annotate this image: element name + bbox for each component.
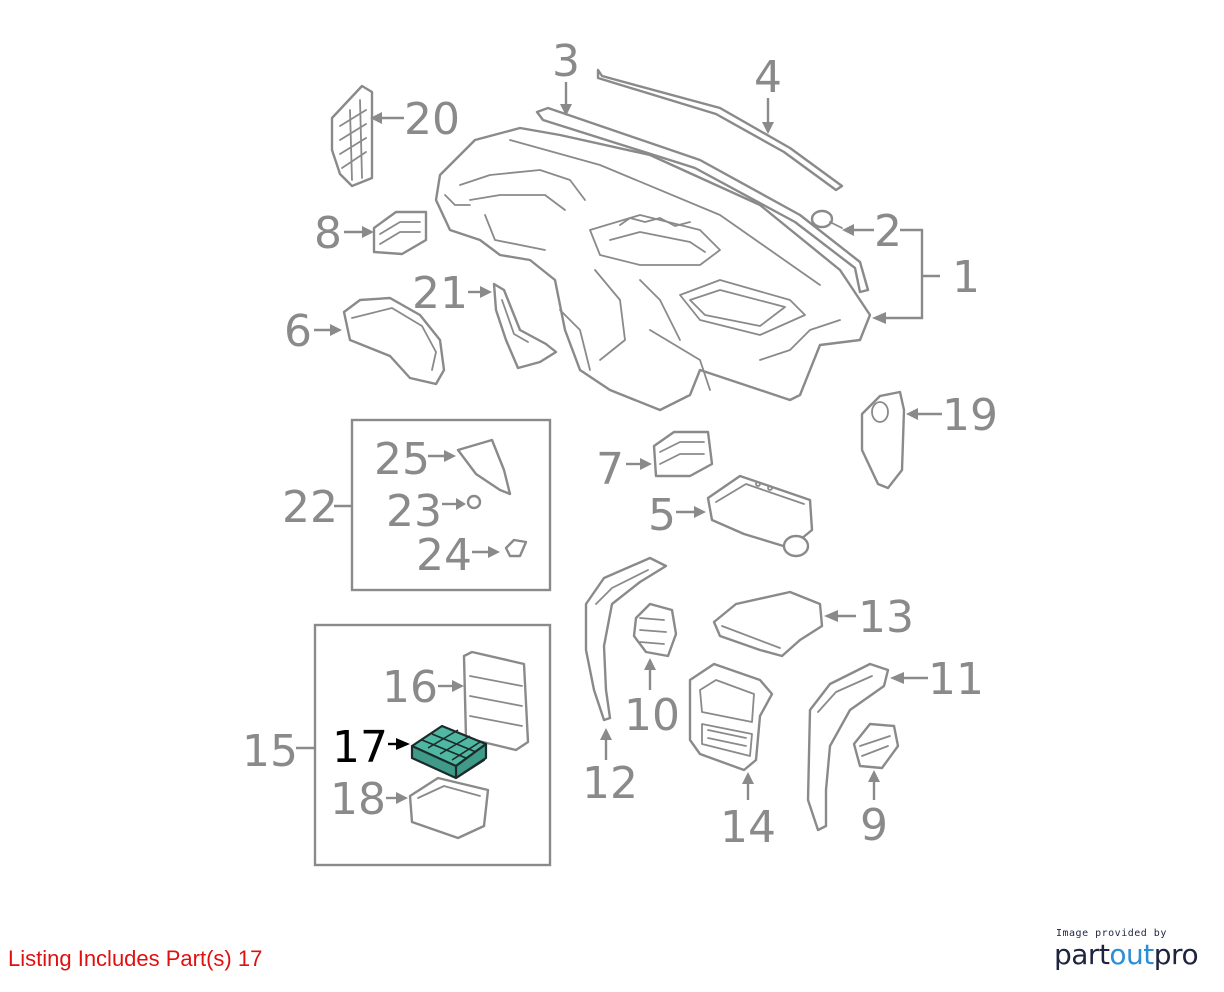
- callout-22: 22: [282, 482, 338, 533]
- partoutpro-logo: Image provided by partoutpro: [1050, 928, 1210, 976]
- part-20-side-panel: [330, 84, 374, 188]
- callout-3: 3: [552, 36, 580, 87]
- part-12-pillar-trim: [584, 556, 668, 722]
- callout-17-highlighted: 17: [332, 722, 388, 773]
- brand-part: part: [1054, 938, 1110, 971]
- part-6-cluster-hood: [342, 296, 446, 386]
- part-5-airbag-module: [706, 474, 814, 558]
- callout-13: 13: [858, 592, 914, 643]
- callout-9: 9: [860, 800, 888, 851]
- part-7-air-vent: [652, 430, 714, 478]
- callout-18: 18: [330, 774, 386, 825]
- part-17-highlighted-pocket: [410, 724, 488, 780]
- part-14-center-bezel: [688, 662, 774, 772]
- callout-16: 16: [382, 662, 438, 713]
- part-8-air-vent: [372, 210, 428, 256]
- part-11-trim-strip: [806, 662, 890, 832]
- listing-includes-note: Listing Includes Part(s) 17: [8, 946, 262, 972]
- brand-out: out: [1109, 938, 1154, 971]
- callout-25: 25: [374, 434, 430, 485]
- callout-12: 12: [582, 758, 638, 809]
- callout-23: 23: [386, 486, 442, 537]
- callout-14: 14: [720, 802, 776, 853]
- callout-7: 7: [596, 444, 624, 495]
- part-23-clip: [466, 494, 482, 510]
- brand-wordmark: partoutpro: [1054, 938, 1199, 971]
- part-9-air-vent: [852, 722, 900, 770]
- part-25-bracket: [456, 438, 512, 496]
- group-15-box: [313, 623, 552, 867]
- image-provided-by-label: Image provided by: [1056, 928, 1167, 939]
- callout-10: 10: [624, 690, 680, 741]
- brand-pro: pro: [1153, 938, 1199, 971]
- part-13-cover: [712, 590, 824, 658]
- part-1-instrument-panel: [434, 126, 872, 412]
- callout-19: 19: [942, 390, 998, 441]
- callout-6: 6: [284, 306, 312, 357]
- part-21-bracket: [492, 282, 558, 370]
- callout-20: 20: [404, 94, 460, 145]
- callout-15: 15: [242, 726, 298, 777]
- callout-11: 11: [928, 654, 984, 705]
- part-10-air-vent: [632, 602, 678, 658]
- listing-prefix: Listing Includes Part(s): [8, 946, 232, 971]
- part-4-windshield-trim: [596, 68, 844, 192]
- part-3-dash-top-trim: [535, 106, 870, 294]
- part-19-end-cap: [860, 390, 906, 490]
- callout-2: 2: [874, 206, 902, 257]
- callout-1: 1: [952, 252, 980, 303]
- callout-21: 21: [412, 268, 468, 319]
- callout-4: 4: [754, 52, 782, 103]
- callout-24: 24: [416, 530, 472, 581]
- callout-5: 5: [648, 490, 676, 541]
- listing-part-numbers: 17: [237, 946, 263, 971]
- callout-8: 8: [314, 208, 342, 259]
- part-24-clip: [504, 538, 528, 558]
- part-2-clip: [810, 209, 843, 229]
